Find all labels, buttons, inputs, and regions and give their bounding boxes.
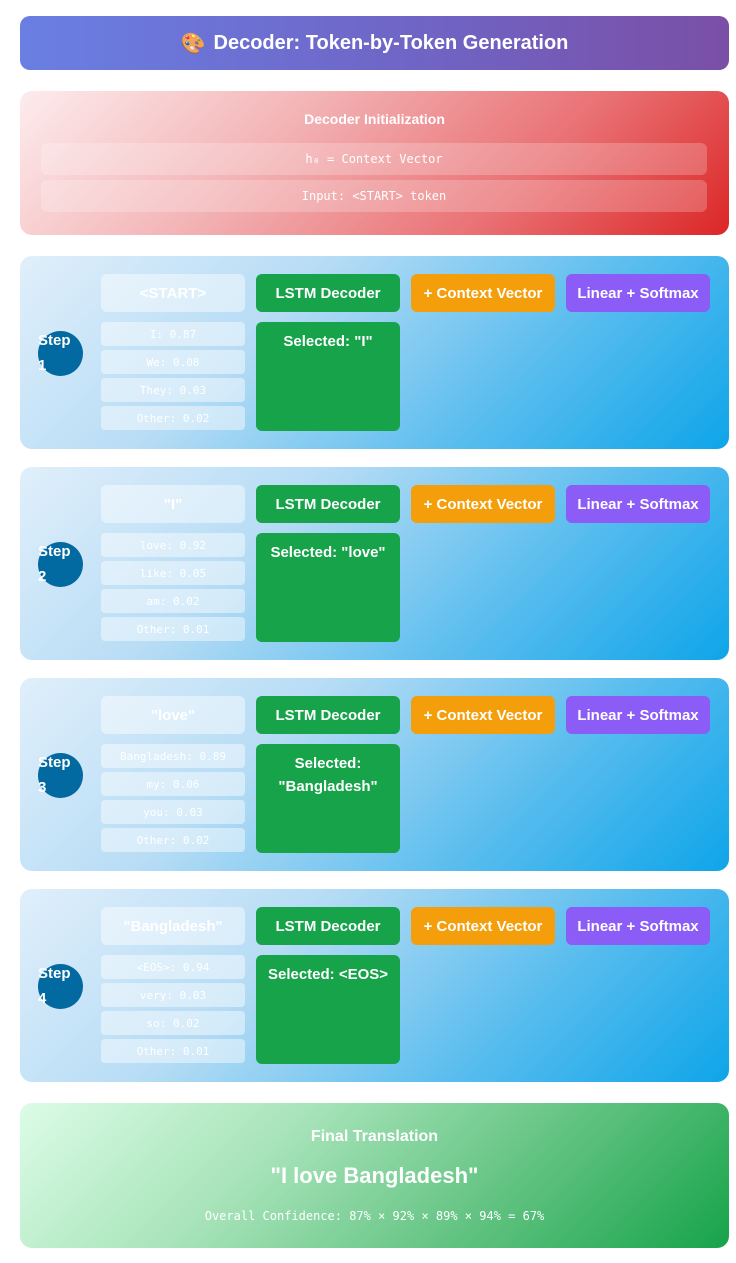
linear-softmax-block: Linear + Softmax <box>566 274 710 312</box>
input-token: "love" <box>101 696 245 734</box>
step-panel-3: Step 3 "love" LSTM Decoder + Context Vec… <box>20 678 729 871</box>
probability-item: so: 0.02 <box>101 1011 245 1035</box>
final-translation-panel: Final Translation "I love Bangladesh" Ov… <box>20 1103 729 1248</box>
lstm-decoder-block: LSTM Decoder <box>256 274 400 312</box>
probability-item: love: 0.92 <box>101 533 245 557</box>
step-panel-4: Step 4 "Bangladesh" LSTM Decoder + Conte… <box>20 889 729 1082</box>
step-badge <box>38 542 83 587</box>
probability-item: very: 0.03 <box>101 983 245 1007</box>
step-label: Step 3 <box>38 754 71 796</box>
decoder-initialization-panel: Decoder Initialization h₀ = Context Vect… <box>20 91 729 235</box>
context-vector-block: + Context Vector <box>411 485 555 523</box>
selected-token: Selected: "Bangladesh" <box>256 744 400 853</box>
selected-token: Selected: "I" <box>256 322 400 431</box>
step-label: Step 4 <box>38 965 71 1007</box>
probability-item: am: 0.02 <box>101 589 245 613</box>
init-row-input: Input: <START> token <box>41 180 707 212</box>
probability-item: you: 0.03 <box>101 800 245 824</box>
context-vector-block: + Context Vector <box>411 274 555 312</box>
probability-item: Other: 0.01 <box>101 1039 245 1063</box>
lstm-decoder-block: LSTM Decoder <box>256 907 400 945</box>
linear-softmax-block: Linear + Softmax <box>566 907 710 945</box>
input-token: "I" <box>101 485 245 523</box>
step-panel-1: Step 1 <START> LSTM Decoder + Context Ve… <box>20 256 729 449</box>
context-vector-block: + Context Vector <box>411 907 555 945</box>
final-title: Final Translation <box>310 1128 439 1145</box>
input-token: "Bangladesh" <box>101 907 245 945</box>
probability-item: Other: 0.02 <box>101 406 245 430</box>
lstm-decoder-block: LSTM Decoder <box>256 485 400 523</box>
step-panel-2: Step 2 "I" LSTM Decoder + Context Vector… <box>20 467 729 660</box>
page-title-text: Decoder: Token-by-Token Generation <box>213 31 569 54</box>
palette-icon: 🎨 <box>180 31 206 55</box>
linear-softmax-block: Linear + Softmax <box>566 485 710 523</box>
probability-item: like: 0.05 <box>101 561 245 585</box>
init-row-context: h₀ = Context Vector <box>41 143 707 175</box>
overall-confidence: Overall Confidence: 87% × 92% × 89% × 94… <box>204 1209 545 1223</box>
lstm-decoder-block: LSTM Decoder <box>256 696 400 734</box>
selected-token: Selected: "love" <box>256 533 400 642</box>
probability-item: I: 0.87 <box>101 322 245 346</box>
context-vector-block: + Context Vector <box>411 696 555 734</box>
step-badge <box>38 964 83 1009</box>
step-badge <box>38 331 83 376</box>
page-title: 🎨 Decoder: Token-by-Token Generation <box>20 16 729 70</box>
step-label: Step 2 <box>38 543 71 585</box>
probability-item: We: 0.08 <box>101 350 245 374</box>
probability-item: <EOS>: 0.94 <box>101 955 245 979</box>
step-label: Step 1 <box>38 332 71 374</box>
step-badge <box>38 753 83 798</box>
selected-token: Selected: <EOS> <box>256 955 400 1064</box>
probability-item: They: 0.03 <box>101 378 245 402</box>
linear-softmax-block: Linear + Softmax <box>566 696 710 734</box>
probability-item: Other: 0.01 <box>101 617 245 641</box>
probability-item: Other: 0.02 <box>101 828 245 852</box>
probability-item: Bangladesh: 0.89 <box>101 744 245 768</box>
probability-item: my: 0.06 <box>101 772 245 796</box>
input-token: <START> <box>101 274 245 312</box>
init-title: Decoder Initialization <box>304 111 445 127</box>
final-translation-text: "I love Bangladesh" <box>270 1163 479 1188</box>
